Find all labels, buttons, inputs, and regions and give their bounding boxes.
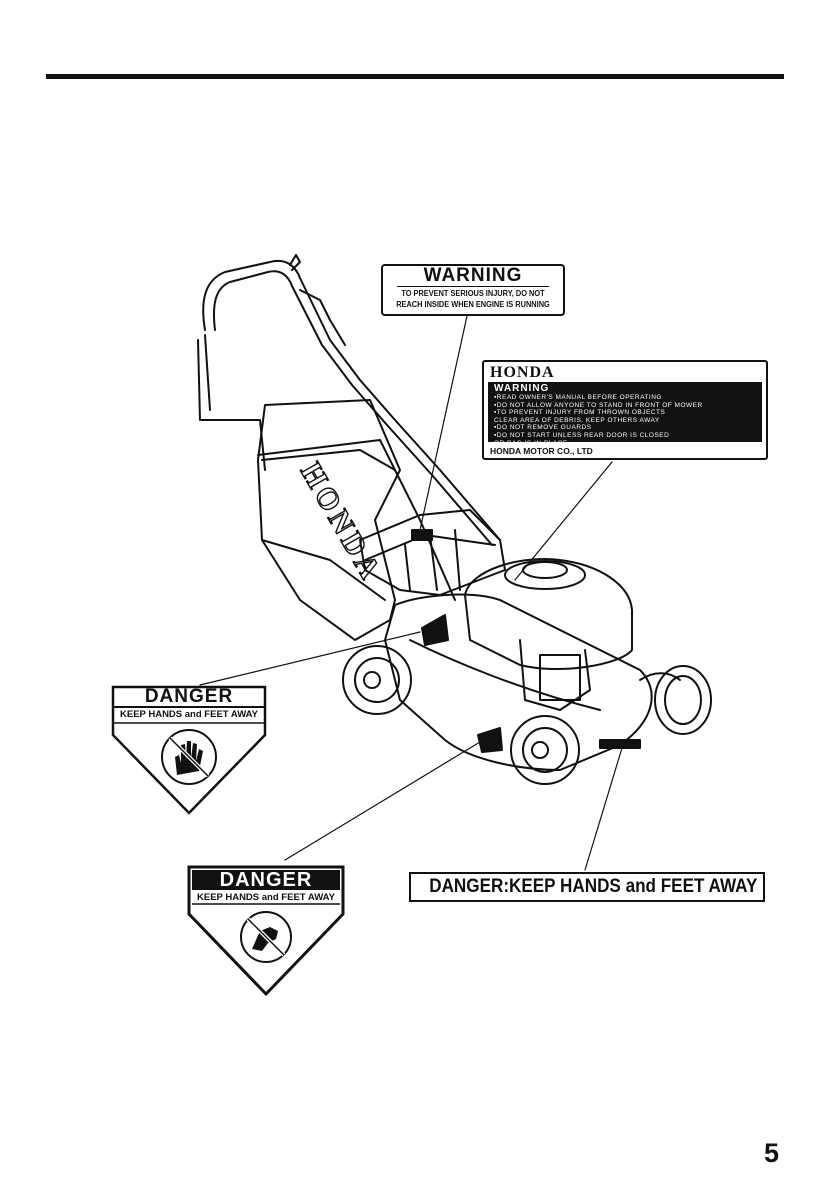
honda-warning-line: ▪DO NOT START UNLESS REAR DOOR IS CLOSED: [494, 431, 670, 439]
warning-line-2: REACH INSIDE WHEN ENGINE IS RUNNING: [396, 299, 550, 309]
honda-warning-heading: WARNING: [494, 383, 550, 394]
danger-hand-label: DANGER KEEP HANDS and FEET AWAY: [111, 685, 267, 822]
warning-heading: WARNING: [397, 266, 549, 287]
honda-warning-label: HONDA WARNING ▪READ OWNER'S MANUAL BEFOR…: [482, 360, 768, 460]
rear-wheel: [342, 645, 412, 715]
danger-left-subtext: KEEP HANDS and FEET AWAY: [120, 709, 258, 720]
page-number: 5: [764, 1138, 780, 1168]
danger-strip-text: DANGER:KEEP HANDS and FEET AWAY: [429, 876, 758, 897]
honda-footer: HONDA MOTOR CO., LTD: [490, 446, 593, 456]
honda-warning-panel: WARNING ▪READ OWNER'S MANUAL BEFORE OPER…: [488, 382, 762, 447]
hand-prohibited-icon: [161, 729, 217, 785]
danger-strip-label: DANGER:KEEP HANDS and FEET AWAY: [409, 872, 765, 902]
front-wheel: [510, 715, 580, 785]
danger-bottom-heading: DANGER: [219, 869, 313, 891]
honda-warning-line: ▪TO PREVENT INJURY FROM THROWN OBJECTS: [494, 409, 666, 417]
warning-line-1: TO PREVENT SERIOUS INJURY, DO NOT: [401, 288, 545, 298]
honda-warning-line: OR BAG IS IN PLACE: [494, 439, 568, 447]
honda-warning-line: ▪DO NOT ALLOW ANYONE TO STAND IN FRONT O…: [494, 401, 703, 409]
honda-warning-line: ▪READ OWNER'S MANUAL BEFORE OPERATING: [494, 394, 662, 401]
engine-cover: [359, 509, 506, 596]
mower-deck: [384, 593, 653, 771]
mower-handle: [202, 259, 501, 541]
honda-warning-line: CLEAR AREA OF DEBRIS. KEEP OTHERS AWAY: [494, 416, 660, 424]
danger-left-heading: DANGER: [144, 686, 234, 707]
danger-foot-label: DANGER KEEP HANDS and FEET AWAY: [186, 864, 346, 1003]
honda-warning-line: ▪DO NOT REMOVE GUARDS: [494, 424, 592, 432]
right-wheel: [654, 665, 712, 735]
honda-brand: HONDA: [490, 364, 555, 381]
foot-prohibited-icon: [240, 911, 292, 963]
top-rule: [46, 74, 784, 79]
warning-reach-label: WARNING TO PREVENT SERIOUS INJURY, DO NO…: [381, 264, 565, 316]
engine: [464, 558, 633, 670]
danger-bottom-subtext: KEEP HANDS and FEET AWAY: [197, 892, 335, 903]
